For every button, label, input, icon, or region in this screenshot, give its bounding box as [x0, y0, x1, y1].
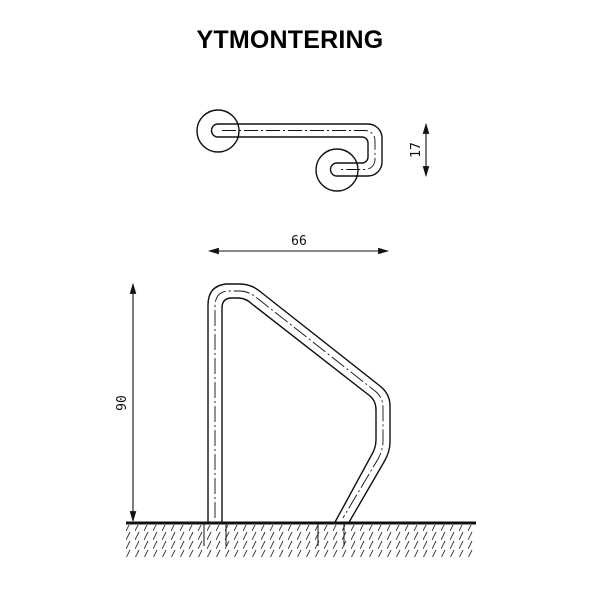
top-view-tube-inner	[218, 136, 369, 164]
ground-hatch	[126, 525, 476, 557]
anchor-left	[203, 524, 227, 546]
height-dimension-label: 90	[115, 395, 130, 411]
handrail-tube-outer	[207, 283, 391, 525]
mounting-disc-left	[196, 109, 240, 153]
top-view-tube-outer	[218, 123, 383, 177]
mounting-disc-right	[315, 148, 359, 192]
handrail-centerline	[214, 290, 384, 519]
width-dimension-label: 66	[291, 234, 307, 249]
side-view: 66 90	[115, 234, 476, 557]
top-view: 17	[196, 109, 430, 192]
offset-dimension-label: 17	[409, 142, 424, 158]
handrail-tube-inner	[221, 297, 377, 525]
drawing-title: YTMONTERING	[196, 26, 384, 54]
anchor-right	[317, 524, 345, 546]
